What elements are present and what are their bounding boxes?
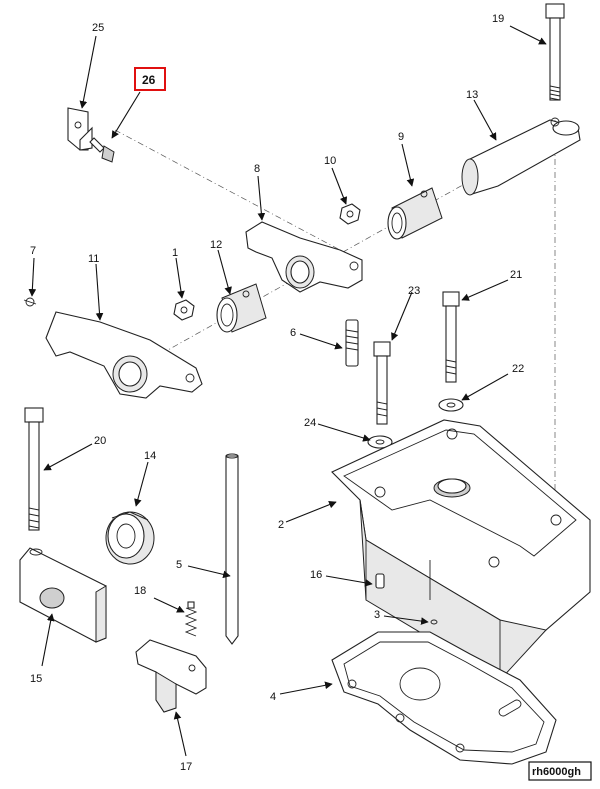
leader-lines (28, 25, 547, 757)
nut-part-1 (173, 299, 195, 321)
label-10: 10 (324, 155, 336, 167)
screw-part-26 (89, 137, 115, 163)
rocker-arm-part-11 (45, 311, 203, 399)
ring-part-3 (430, 619, 438, 625)
dowel-part-16 (375, 573, 385, 589)
drawing-code-text: rh6000gh (532, 766, 581, 778)
label-6: 6 (290, 327, 296, 339)
rocker-arm-part-8 (245, 221, 363, 293)
bolt-part-20 (24, 407, 44, 531)
label-25: 25 (92, 22, 104, 34)
spring-part-18 (184, 601, 198, 637)
label-2: 2 (278, 519, 284, 531)
label-21: 21 (510, 269, 522, 281)
shaft-part-13 (461, 117, 581, 196)
block-part-15 (19, 547, 107, 643)
label-9: 9 (398, 131, 404, 143)
bushing-part-14 (105, 511, 155, 565)
label-12: 12 (210, 239, 222, 251)
label-11: 11 (88, 253, 99, 265)
stud-part-6 (345, 319, 359, 367)
label-18: 18 (134, 585, 146, 597)
label-22: 22 (512, 363, 524, 375)
washer-part-22 (438, 398, 464, 412)
bracket-part-25 (67, 107, 93, 151)
gasket-part-4 (331, 631, 557, 765)
label-19: 19 (492, 13, 504, 25)
label-24: 24 (304, 417, 316, 429)
label-20: 20 (94, 435, 106, 447)
label-8: 8 (254, 163, 260, 175)
label-16: 16 (310, 569, 322, 581)
lever-part-17 (135, 639, 207, 713)
washer-part-24 (367, 435, 393, 449)
label-23: 23 (408, 285, 420, 297)
ring-part-7 (23, 297, 37, 307)
nut-part-10 (339, 203, 361, 225)
drawing-code: rh6000gh (528, 761, 592, 781)
bushing-part-9 (387, 187, 443, 240)
label-7: 7 (30, 245, 36, 257)
label-13: 13 (466, 89, 478, 101)
callout-labels: 25 26 19 13 9 10 8 7 11 1 12 6 23 21 22 … (30, 13, 524, 773)
drawing-code-box (528, 761, 592, 781)
label-26-highlighted[interactable]: 26 (142, 73, 156, 87)
label-3: 3 (374, 609, 380, 621)
label-14: 14 (144, 450, 156, 462)
label-15: 15 (30, 673, 42, 685)
highlight-box-26 (134, 67, 166, 91)
housing-part-2 (331, 419, 591, 681)
pushrod-part-5 (225, 453, 239, 645)
label-5: 5 (176, 559, 182, 571)
bolt-part-19 (545, 3, 565, 101)
bushing-part-12 (216, 283, 267, 333)
label-4: 4 (270, 691, 276, 703)
bolt-part-21 (442, 291, 460, 383)
label-17: 17 (180, 761, 192, 773)
label-1: 1 (172, 247, 178, 259)
bolt-part-23 (373, 341, 391, 425)
